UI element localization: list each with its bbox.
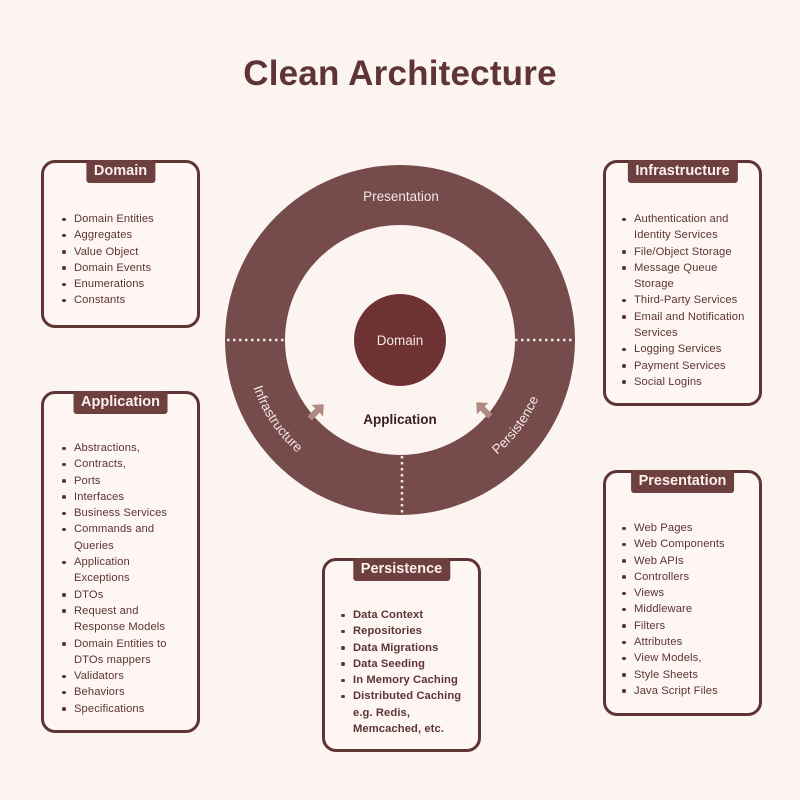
list-item: Data Migrations [339,640,464,656]
list-item: Domain Entities to DTOs mappers [60,636,177,669]
list-item: Data Seeding [339,656,464,672]
core-label-domain: Domain [377,333,424,348]
list-item: Domain Entities [60,211,191,227]
list-item: Domain Events [60,260,191,276]
list-item: Logging Services [620,341,751,357]
infrastructure-list: Authentication and Identity Services Fil… [620,211,751,390]
domain-box-title: Domain [85,160,156,183]
list-item: Constants [60,292,191,308]
list-item: Behaviors [60,684,177,700]
list-item: Commands and Queries [60,521,177,554]
list-item: Contracts, [60,456,177,472]
persistence-box: Persistence Data Context Repositories Da… [322,558,481,752]
infrastructure-box-title: Infrastructure [627,160,738,183]
list-item: Interfaces [60,489,177,505]
list-item: Email and Notification Services [620,309,751,342]
list-item: Payment Services [620,358,751,374]
list-item: Validators [60,668,177,684]
list-item: Views [620,585,753,601]
list-item: Web APIs [620,553,753,569]
list-item: Authentication and Identity Services [620,211,751,244]
list-item: Repositories [339,623,464,639]
list-item: Attributes [620,634,753,650]
application-list: Abstractions, Contracts, Ports Interface… [60,440,177,717]
list-item: Ports [60,473,177,489]
list-item: Application Exceptions [60,554,177,587]
infrastructure-box: Infrastructure Authentication and Identi… [603,160,762,406]
domain-list: Domain Entities Aggregates Value Object … [60,211,191,309]
list-item: Controllers [620,569,753,585]
list-item: Enumerations [60,276,191,292]
ring-label-presentation: Presentation [363,189,439,204]
persistence-list: Data Context Repositories Data Migration… [339,607,464,737]
list-item: DTOs [60,587,177,603]
arrow-persistence-icon [476,402,493,419]
domain-box: Domain Domain Entities Aggregates Value … [41,160,200,328]
list-item: Abstractions, [60,440,177,456]
list-item: Social Logins [620,374,751,390]
list-item: Specifications [60,701,177,717]
list-item: View Models, [620,650,753,666]
list-item: Middleware [620,601,753,617]
application-box-title: Application [73,391,168,414]
presentation-box-title: Presentation [630,470,735,493]
list-item: Web Pages [620,520,753,536]
list-item: Aggregates [60,227,191,243]
domain-core [354,294,446,386]
list-item: Request and Response Models [60,603,177,636]
list-item: In Memory Caching [339,672,464,688]
list-item: Distributed Caching e.g. Redis, Memcache… [339,688,464,737]
list-item: Web Components [620,536,753,552]
arrow-infrastructure-icon [307,404,324,421]
page-title: Clean Architecture [243,54,557,93]
inner-ring-label-application: Application [363,412,437,427]
application-box: Application Abstractions, Contracts, Por… [41,391,200,733]
list-item: Filters [620,618,753,634]
list-item: Style Sheets [620,667,753,683]
presentation-list: Web Pages Web Components Web APIs Contro… [620,520,753,699]
list-item: Value Object [60,244,191,260]
list-item: Business Services [60,505,177,521]
presentation-box: Presentation Web Pages Web Components We… [603,470,762,716]
list-item: Java Script Files [620,683,753,699]
list-item: Message Queue Storage [620,260,751,293]
list-item: Third-Party Services [620,292,751,308]
list-item: Data Context [339,607,464,623]
persistence-box-title: Persistence [352,558,451,581]
list-item: File/Object Storage [620,244,751,260]
